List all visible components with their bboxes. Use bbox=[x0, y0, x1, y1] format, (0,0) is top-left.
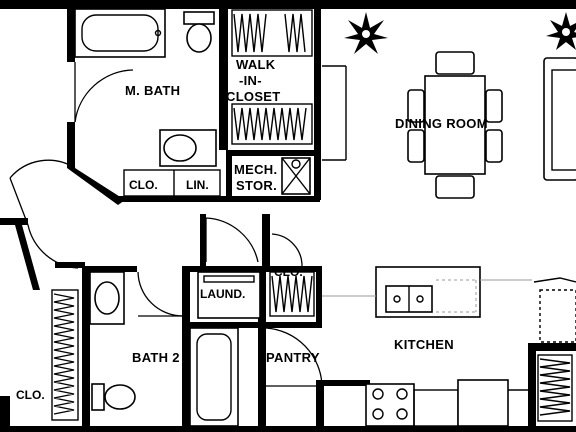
label-clo-3: CLO. bbox=[16, 388, 45, 402]
washer-dryer-icon bbox=[197, 271, 261, 319]
sofa-icon bbox=[543, 57, 576, 181]
label-bath-2: BATH 2 bbox=[132, 350, 180, 365]
label-dining-room: DINING ROOM bbox=[395, 116, 488, 131]
label-m-bath: M. BATH bbox=[125, 83, 180, 98]
label-clo-1: CLO. bbox=[129, 178, 158, 192]
dining-table-icon bbox=[407, 51, 503, 199]
master-bathtub bbox=[74, 8, 166, 58]
double-sink-icon bbox=[375, 266, 481, 318]
bath2-toilet bbox=[91, 383, 136, 411]
stove-icon bbox=[365, 383, 415, 427]
label-walk: WALK bbox=[236, 57, 276, 72]
room-labels: M. BATH WALK -IN- CLOSET MECH. STOR. DIN… bbox=[16, 57, 488, 402]
doors bbox=[9, 62, 323, 387]
bath2-sink bbox=[89, 271, 125, 325]
label-clo-2: CLO. bbox=[274, 265, 303, 279]
label-in: -IN- bbox=[239, 73, 262, 88]
compass-star-icon bbox=[344, 12, 388, 54]
sink-icon bbox=[159, 129, 217, 167]
label-lin: LIN. bbox=[186, 178, 209, 192]
kitchen-counter bbox=[533, 277, 576, 343]
label-pantry: PANTRY bbox=[266, 350, 320, 365]
compass-star-icon bbox=[546, 12, 576, 50]
label-closet: CLOSET bbox=[226, 89, 281, 104]
label-mech: MECH. bbox=[234, 162, 277, 177]
label-laund: LAUND. bbox=[200, 287, 245, 301]
label-kitchen: KITCHEN bbox=[394, 337, 454, 352]
closet-shelving bbox=[51, 9, 573, 422]
bathtub-icon bbox=[189, 327, 239, 427]
linen-shelves bbox=[123, 169, 221, 197]
toilet-icon bbox=[183, 11, 215, 53]
label-stor: STOR. bbox=[236, 178, 277, 193]
water-heater-icon bbox=[281, 157, 311, 195]
